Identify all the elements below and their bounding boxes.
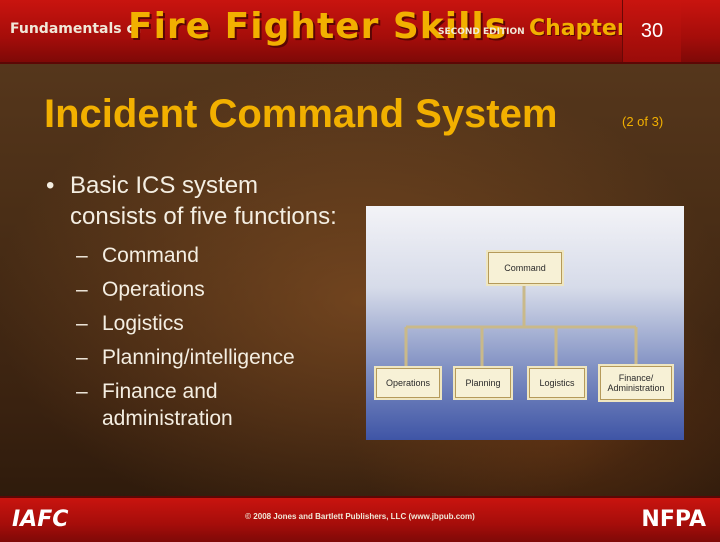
sub-bullet-list: –Command –Operations –Logistics –Plannin… [46, 242, 346, 432]
nfpa-logo: NFPA [641, 507, 706, 532]
bullet-dot: • [46, 172, 55, 199]
slide-title: Incident Command System [44, 92, 558, 136]
sub-item-label: Operations [102, 278, 205, 301]
slide-title-note: (2 of 3) [622, 114, 664, 129]
book-title: Fire Fighter Skills [128, 6, 508, 47]
chapter-number: 30 [640, 20, 664, 42]
main-bullet-text: Basic ICS system consists of five functi… [70, 172, 337, 230]
iafc-logo: IAFC [12, 507, 69, 532]
sub-item-label: Planning/intelligence [102, 346, 295, 369]
node-finance-administration: Finance/ Administration [600, 366, 672, 400]
footer-banner: IAFC © 2008 Jones and Bartlett Publisher… [0, 496, 720, 542]
sub-item-label: Finance and administration [102, 380, 233, 430]
sub-item-planning: –Planning/intelligence [76, 346, 295, 369]
sub-item-label: Logistics [102, 312, 184, 335]
sub-item-label: Command [102, 244, 199, 267]
node-logistics: Logistics [529, 368, 585, 398]
bullet-list: • Basic ICS system consists of five func… [46, 170, 346, 432]
edition-label: SECOND EDITION [438, 27, 525, 37]
node-planning: Planning [455, 368, 511, 398]
header-banner: Fundamentals of Fire Fighter Skills SECO… [0, 0, 720, 64]
series-label: Fundamentals of [10, 21, 143, 37]
sub-item-logistics: –Logistics [76, 312, 184, 335]
node-operations: Operations [376, 368, 440, 398]
sub-item-operations: –Operations [76, 278, 205, 301]
copyright-text: © 2008 Jones and Bartlett Publishers, LL… [245, 512, 475, 521]
sub-item-command: –Command [76, 244, 199, 267]
chapter-number-box: 30 [622, 0, 681, 62]
sub-item-finance: –Finance and administration [76, 380, 233, 430]
org-chart-connectors [404, 283, 638, 368]
main-bullet: • Basic ICS system consists of five func… [46, 170, 346, 232]
ics-org-chart: Command Operations Planning Logistics Fi… [366, 206, 684, 440]
chapter-label: Chapter [529, 16, 628, 41]
node-command: Command [488, 252, 562, 284]
